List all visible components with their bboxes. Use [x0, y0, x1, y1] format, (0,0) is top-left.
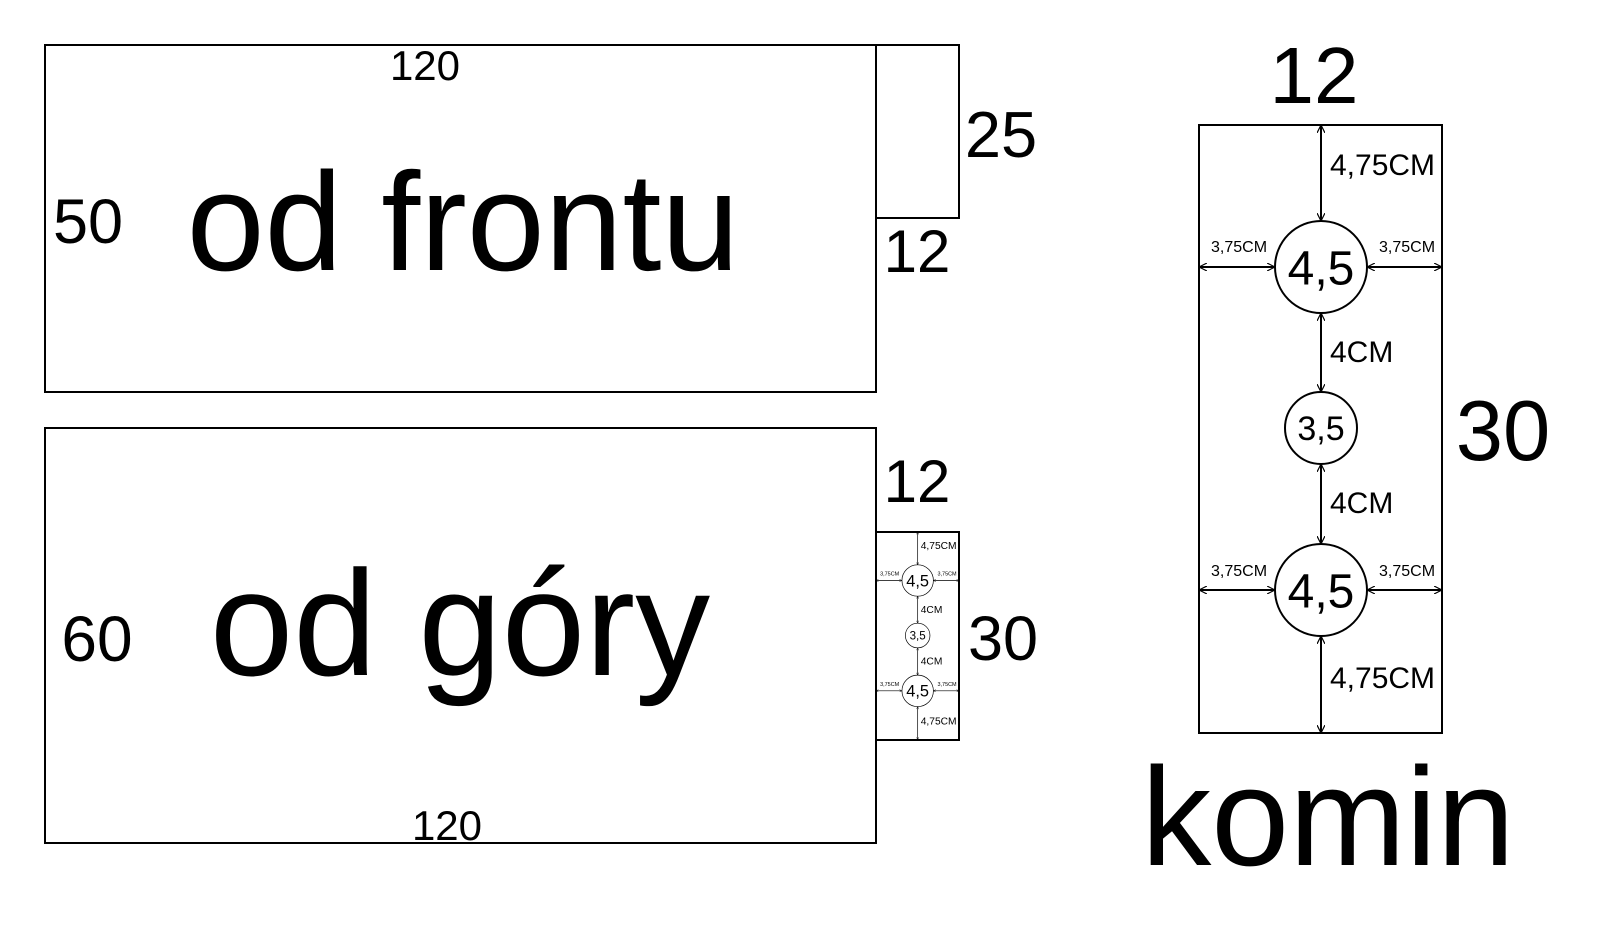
hole-diameter-label: 4,5: [1288, 565, 1355, 618]
chimney-drawing: 4,5 3,5 4,5 4,75CM 4CM 4CM 4,75CM 3,75CM 3,75CM 3…: [1198, 124, 1443, 734]
front-height-label: 50: [53, 187, 123, 257]
middle-gap-label: 4CM: [921, 657, 943, 668]
side-gap-label: 3,75CM: [937, 571, 957, 577]
top-height-label: 60: [61, 603, 132, 675]
side-gap-label: 3,75CM: [937, 682, 957, 688]
side-gap-label: 3,75CM: [880, 682, 900, 688]
small-chimney-detail: 4,5 3,5 4,5 4,75CM 4CM 4CM 4,75CM 3,75CM 3,75CM 3…: [875, 531, 960, 741]
side-gap-label: 3,75CM: [1379, 563, 1435, 580]
top-gap-label: 4,75CM: [1330, 149, 1435, 182]
hole-diameter-label: 4,5: [906, 683, 929, 701]
front-side-height-label: 25: [965, 98, 1037, 171]
front-title: od frontu: [187, 143, 740, 300]
hole-diameter-label: 3,5: [910, 630, 926, 643]
middle-gap-label: 4CM: [1330, 487, 1393, 520]
front-width-label: 120: [390, 42, 460, 89]
middle-gap-label: 4CM: [921, 605, 943, 616]
top-gap-label: 4,75CM: [921, 541, 957, 552]
side-gap-label: 3,75CM: [1211, 239, 1267, 256]
bottom-gap-label: 4,75CM: [921, 716, 957, 727]
middle-gap-label: 4CM: [1330, 336, 1393, 369]
hole-diameter-label: 4,5: [1288, 242, 1355, 295]
side-gap-label: 3,75CM: [1379, 239, 1435, 256]
bottom-gap-label: 4,75CM: [1330, 662, 1435, 695]
top-side-width-label: 12: [884, 448, 951, 515]
front-view: 120 50 od frontu 25 12: [44, 42, 1037, 393]
front-chimney-rectangle: [875, 44, 960, 219]
side-gap-label: 3,75CM: [1211, 563, 1267, 580]
top-side-height-label: 30: [968, 604, 1038, 674]
top-title: od góry: [210, 539, 710, 707]
front-side-width-label: 12: [884, 218, 951, 285]
side-gap-label: 3,75CM: [880, 571, 900, 577]
hole-diameter-label: 3,5: [1297, 410, 1344, 448]
top-width-label: 120: [412, 802, 482, 849]
chimney-height-label: 30: [1456, 384, 1551, 479]
top-view: 12 60 od góry 30 120 4,53,54,54,75CM4CM4…: [44, 427, 1038, 849]
hole-diameter-label: 4,5: [906, 572, 929, 590]
chimney-width-label: 12: [1270, 31, 1359, 120]
chimney-title: komin: [1141, 738, 1514, 895]
chimney-detail: 4,5 3,5 4,5 4,75CM 4CM 4CM 4,75CM 3,75CM 3,75CM 3…: [1141, 31, 1550, 895]
